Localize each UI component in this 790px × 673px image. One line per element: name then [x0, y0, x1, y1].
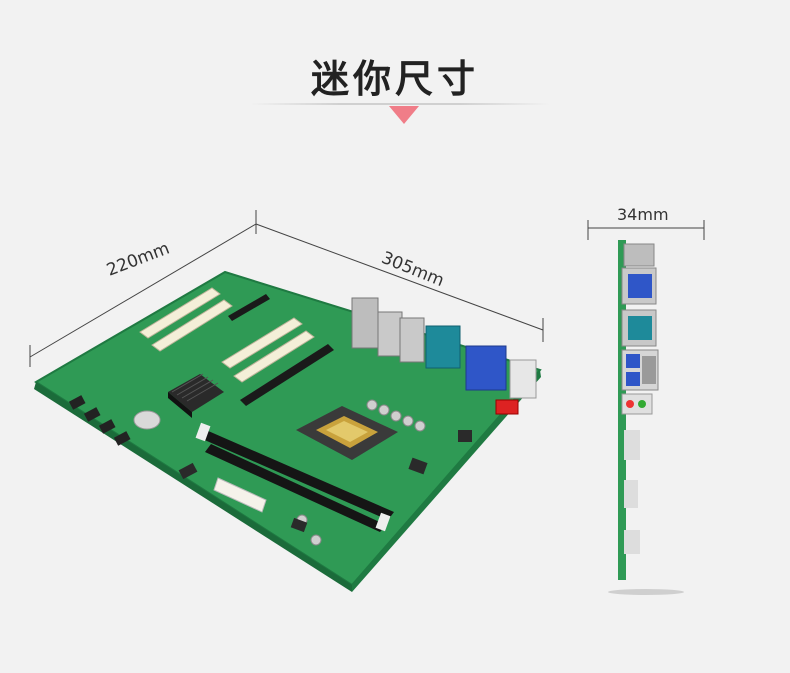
memory-slots: [195, 422, 394, 532]
thickness-dimension-label: 34mm: [617, 205, 669, 224]
capacitors: [296, 399, 426, 546]
title-arrow-indicator: [389, 106, 419, 124]
vga-port: [465, 345, 507, 391]
length-dimension-line: [255, 223, 544, 331]
title-divider: [250, 103, 550, 105]
pci-slots: [139, 287, 315, 383]
atx-power-connector: [213, 477, 267, 513]
dimension-lines: [29, 210, 705, 367]
cmos-battery: [133, 410, 161, 430]
motherboard-side-view: [608, 240, 684, 595]
cpu-socket: [296, 406, 398, 460]
motherboard-photo: [34, 270, 542, 592]
sata-ports: [68, 395, 131, 446]
page-title: 迷你尺寸: [310, 57, 479, 101]
rear-io-ports: [351, 297, 537, 415]
chipset-heatsink: [168, 373, 224, 418]
com-port: [425, 325, 461, 369]
width-dimension-line: [29, 223, 257, 358]
